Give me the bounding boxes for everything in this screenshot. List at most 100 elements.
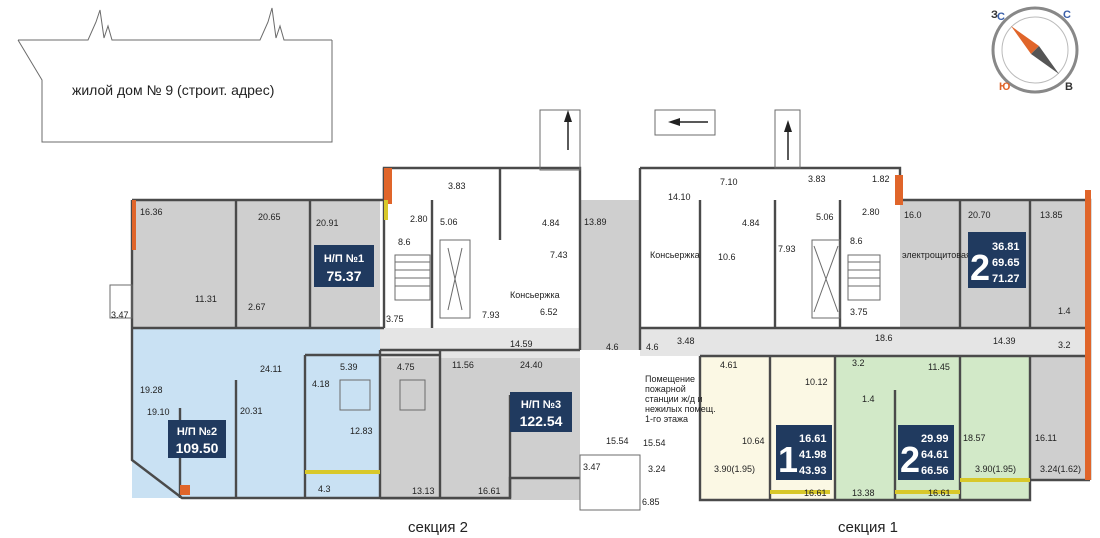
np2-area: 109.50 (176, 440, 219, 456)
room-label: 8.6 (398, 237, 411, 247)
room-label: 3.24 (648, 464, 666, 474)
compass-west-label: З (991, 9, 998, 21)
room-label: 20.31 (240, 406, 263, 416)
room-labels: 16.36 20.65 20.91 11.31 2.67 3.47 3.75 3… (111, 174, 1081, 507)
room-label: 4.6 (606, 342, 619, 352)
room-label: 16.61 (478, 486, 501, 496)
building-label: жилой дом № 9 (строит. адрес) (72, 82, 274, 98)
room-label: 3.90(1.95) (714, 464, 755, 474)
np3-title: Н/П №3 (521, 399, 561, 411)
section-1-label: секция 1 (838, 519, 898, 536)
np3-area: 122.54 (520, 413, 563, 429)
room-label: 11.31 (195, 294, 217, 304)
room-label: 24.11 (260, 364, 282, 374)
room-label: 20.70 (968, 210, 991, 220)
np1-badge: Н/П №1 75.37 (314, 245, 374, 287)
balcony-apt2 (895, 490, 960, 494)
room-label: 12.83 (350, 426, 373, 436)
accent-orange-left (384, 168, 392, 204)
section-1-walls (638, 109, 1092, 502)
apt-strip-bottom-fill (1030, 356, 1090, 481)
room-label: 5.06 (440, 217, 458, 227)
concierge-right-label: Консьержка (650, 250, 700, 260)
room-label: 1.4 (862, 394, 875, 404)
apartment-badge-bottom: 2 29.99 64.61 66.56 (898, 425, 954, 480)
compass: С З З С В Ю (991, 6, 1079, 94)
room-label: 10.6 (718, 252, 736, 262)
section-1-units (640, 168, 1090, 501)
room-label: 13.13 (412, 486, 435, 496)
room-label: 13.38 (852, 488, 875, 498)
room-label: 4.6 (646, 342, 659, 352)
apartment-badge-one-room: 1 16.61 41.98 43.93 (776, 425, 832, 480)
accent-orange-sec1 (895, 175, 903, 205)
apt-total: 69.65 (992, 257, 1020, 269)
fire-station-line-5: 1-го этажа (645, 414, 688, 424)
room-label: 3.90(1.95) (975, 464, 1016, 474)
room-label: 7.43 (550, 250, 568, 260)
room-label: 3.2 (1058, 340, 1071, 350)
room-label: 19.10 (147, 407, 170, 417)
room-label: 6.85 (642, 497, 660, 507)
apartment-badge-top: 2 36.81 69.65 71.27 (968, 232, 1026, 288)
room-label: 11.56 (452, 360, 474, 370)
service-labels: Консьержка Консьержка электрощитовая Пом… (510, 250, 971, 424)
compass-south-label: Ю (999, 81, 1010, 93)
room-label: 10.64 (742, 436, 765, 446)
room-label: 11.45 (928, 362, 950, 372)
room-label: 13.85 (1040, 210, 1063, 220)
np3-badge: Н/П №3 122.54 (510, 392, 572, 432)
room-label: 5.06 (816, 212, 834, 222)
room-label: 3.47 (111, 310, 129, 320)
np1-title: Н/П №1 (324, 253, 364, 265)
room-label: 3.75 (386, 314, 404, 324)
room-label: 19.28 (140, 385, 163, 395)
exit-arrow-left-icon (564, 110, 572, 122)
room-label: 4.61 (720, 360, 738, 370)
apt-living: 16.61 (799, 433, 827, 445)
room-label: 1.4 (1058, 306, 1071, 316)
room-label: 14.10 (668, 192, 691, 202)
fire-station-line-4: нежилых помещ. (645, 404, 716, 414)
compass-north-label: С (1063, 9, 1071, 21)
exit-arrow-right-icon (668, 118, 680, 126)
room-label: 15.54 (643, 438, 666, 448)
room-label: 4.84 (742, 218, 760, 228)
room-label: 2.80 (862, 207, 880, 217)
accent-orange-np2 (180, 485, 190, 495)
room-label: 2.67 (248, 302, 266, 312)
room-label: 3.24(1.62) (1040, 464, 1081, 474)
balcony-apt1 (770, 490, 830, 494)
room-label: 3.83 (808, 174, 826, 184)
apt-living: 29.99 (921, 433, 949, 445)
compass-east-label: В (1065, 81, 1073, 93)
room-label: 18.6 (875, 333, 893, 343)
room-label: 24.40 (520, 360, 543, 370)
section-2-walls (109, 109, 641, 511)
room-label: 7.10 (720, 177, 738, 187)
room-label: 16.11 (1035, 433, 1057, 443)
room-label: 7.93 (482, 310, 500, 320)
fire-station-line-1: Помещение (645, 374, 695, 384)
np2-title: Н/П №2 (177, 426, 217, 438)
apt-rooms: 2 (970, 247, 990, 288)
room-label: 3.47 (583, 462, 601, 472)
accent-yellow-left (384, 200, 388, 220)
room-label: 4.84 (542, 218, 560, 228)
apt-rooms: 1 (778, 439, 798, 480)
room-label: 2.80 (410, 214, 428, 224)
room-label: 16.0 (904, 210, 922, 220)
apt-total-balcony: 66.56 (921, 465, 949, 477)
room-label: 8.6 (850, 236, 863, 246)
fire-station-line-3: станции ж/д и (645, 394, 703, 404)
room-label: 14.59 (510, 339, 533, 349)
room-label: 15.54 (606, 436, 629, 446)
room-label: 7.93 (778, 244, 796, 254)
room-label: 3.83 (448, 181, 466, 191)
exit-arrow-up-icon (784, 120, 792, 132)
concierge-left-label: Консьержка (510, 290, 560, 300)
apt-strip-fill (1030, 200, 1090, 328)
compass-north: С (997, 11, 1005, 23)
needle-west-icon (1011, 26, 1039, 54)
